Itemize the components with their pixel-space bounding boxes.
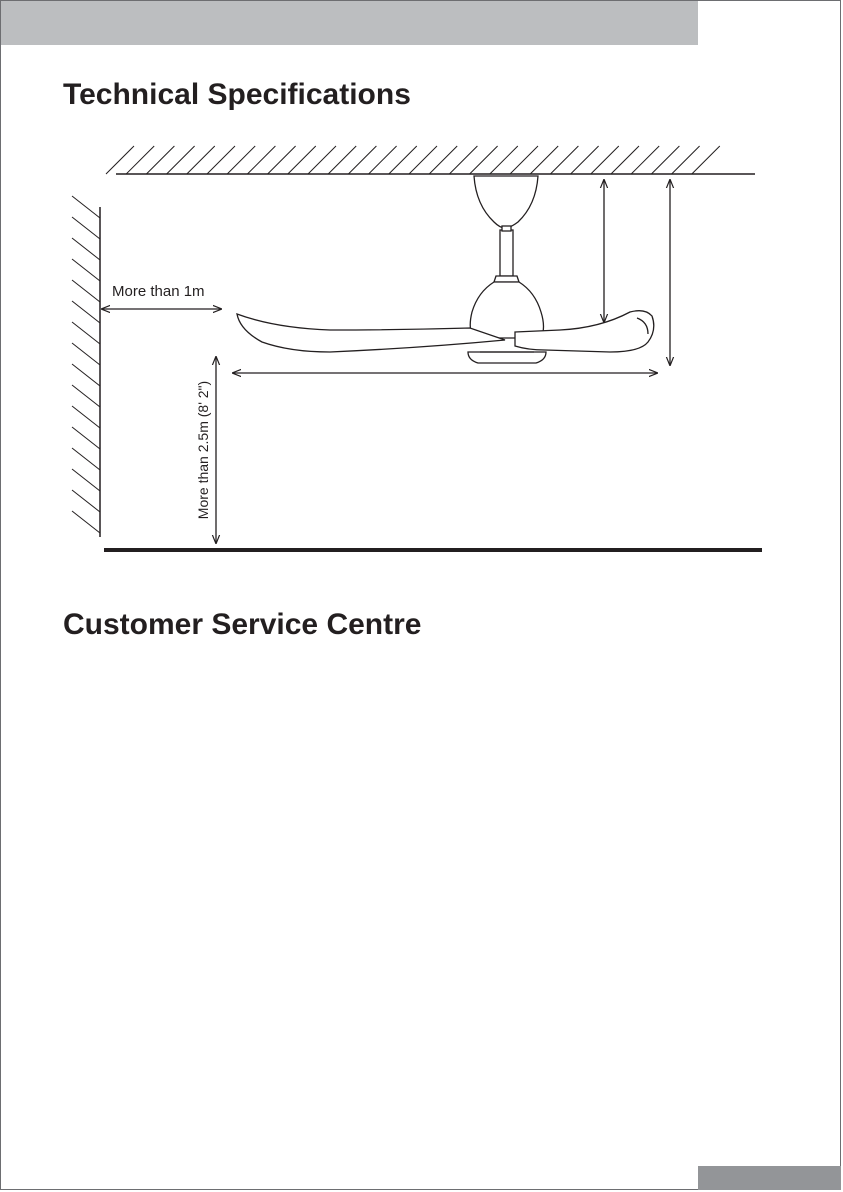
ceiling: [106, 146, 755, 174]
ceiling-fan: [237, 176, 654, 363]
fan-downrod: [500, 230, 513, 276]
wall-clearance-label: More than 1m: [112, 283, 205, 301]
fan-motor-collar: [494, 276, 519, 282]
customer-service-centre-heading: Customer Service Centre: [63, 608, 421, 642]
fan-left-blade: [237, 314, 505, 352]
fan-light-kit: [468, 352, 546, 363]
fan-motor-housing: [470, 282, 543, 338]
floor-clearance-label: More than 2.5m (8' 2"): [195, 381, 211, 519]
wall: [72, 196, 100, 537]
fan-canopy: [474, 176, 538, 228]
footer-band: [698, 1166, 841, 1190]
